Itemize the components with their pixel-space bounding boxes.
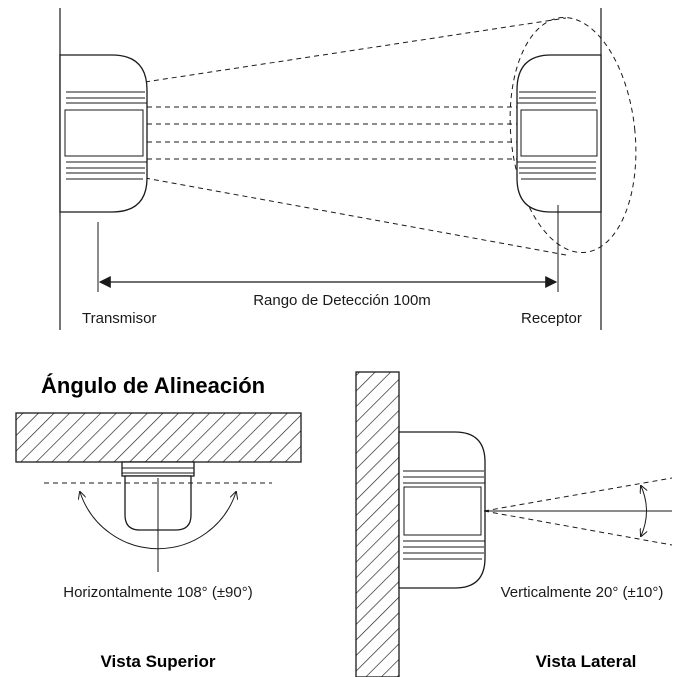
detection-field	[144, 16, 637, 256]
side-view-upper-limit	[483, 477, 673, 512]
side-view-diagram: Verticalmente 20° (±10°) Vista Lateral	[355, 371, 673, 677]
alignment-heading: Ángulo de Alineación	[41, 373, 265, 398]
top-view-caption: Vista Superior	[101, 652, 216, 671]
range-label: Rango de Detección 100m	[253, 292, 431, 309]
side-view-lower-limit	[483, 510, 673, 546]
ceiling-hatch	[15, 412, 302, 463]
horizontal-rotation-arc	[80, 492, 236, 550]
vertical-angle-label: Verticalmente 20° (±10°)	[501, 584, 664, 601]
horizontal-angle-label: Horizontalmente 108° (±90°)	[63, 584, 253, 601]
side-view-caption: Vista Lateral	[536, 652, 637, 671]
infrared-beams	[147, 106, 517, 160]
wall-hatch	[355, 371, 400, 677]
top-view-diagram: Horizontalmente 108° (±90°) Vista Superi…	[15, 412, 302, 671]
range-diagram: Rango de Detección 100m Transmisor Recep…	[59, 8, 637, 330]
side-view-sensor	[398, 431, 486, 589]
receiver-unit	[516, 54, 602, 213]
transmitter-unit	[59, 54, 148, 213]
transmitter-label: Transmisor	[82, 310, 156, 327]
vertical-rotation-arc	[641, 486, 647, 536]
receiver-label: Receptor	[521, 310, 582, 327]
